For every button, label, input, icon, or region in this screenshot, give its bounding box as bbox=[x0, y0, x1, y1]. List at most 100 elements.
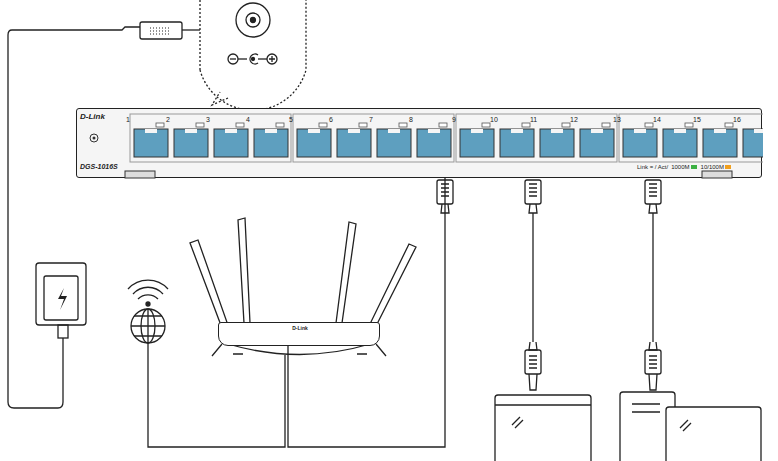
power-wire bbox=[8, 27, 140, 408]
port-number: 4 bbox=[246, 116, 250, 123]
dc-jack bbox=[236, 3, 270, 37]
port-latch bbox=[308, 129, 320, 133]
port-latch bbox=[348, 129, 360, 133]
port-number: 10 bbox=[490, 116, 498, 123]
rj45-cable bbox=[525, 180, 541, 390]
legend-swatch bbox=[725, 165, 731, 169]
port-number: 11 bbox=[530, 116, 537, 123]
brand-logo: D-Link bbox=[80, 113, 105, 121]
port-latch bbox=[388, 129, 400, 133]
port-latch bbox=[551, 129, 563, 133]
reset-button bbox=[93, 137, 96, 140]
port-group bbox=[619, 114, 763, 162]
switch-foot bbox=[125, 171, 155, 178]
callout-pointer bbox=[212, 92, 228, 105]
port-latch bbox=[225, 129, 237, 133]
rj45-port bbox=[703, 129, 737, 157]
router bbox=[190, 218, 416, 356]
port-led bbox=[645, 123, 653, 127]
port-latch bbox=[511, 129, 523, 133]
port-led bbox=[685, 123, 693, 127]
port-number: 9 bbox=[452, 116, 456, 123]
port-latch bbox=[428, 129, 440, 133]
rj45-port bbox=[214, 129, 248, 157]
rj45-port bbox=[580, 129, 614, 157]
rj45-port bbox=[377, 129, 411, 157]
dc-pin bbox=[251, 18, 256, 23]
power-adapter bbox=[44, 276, 78, 320]
internet-globe bbox=[128, 280, 285, 447]
legend-swatch bbox=[691, 165, 697, 169]
model-name: DGS-1016S bbox=[80, 163, 118, 170]
led-legend: Link = / Act/ bbox=[637, 164, 668, 170]
rj45-port bbox=[254, 129, 288, 157]
port-latch bbox=[471, 129, 483, 133]
port-led bbox=[156, 123, 164, 127]
polarity-symbol bbox=[228, 54, 277, 64]
port-latch bbox=[634, 129, 646, 133]
rj45-port bbox=[623, 129, 657, 157]
legend-text: 1000M bbox=[671, 164, 689, 170]
laptop bbox=[666, 407, 761, 461]
port-number: 6 bbox=[329, 116, 333, 123]
port-number: 13 bbox=[613, 116, 621, 123]
port-number: 8 bbox=[409, 116, 413, 123]
rj45-port bbox=[134, 129, 168, 157]
port-led bbox=[276, 123, 284, 127]
router-body: D-Link bbox=[218, 322, 380, 346]
dc-plug bbox=[140, 22, 182, 39]
dc-jack bbox=[246, 13, 260, 27]
dc-plug-tip bbox=[182, 29, 200, 30]
router-logo: D-Link bbox=[292, 326, 308, 331]
port-led bbox=[562, 123, 570, 127]
port-latch bbox=[591, 129, 603, 133]
port-led bbox=[602, 123, 610, 127]
port-group bbox=[293, 114, 454, 162]
rj45-port bbox=[174, 129, 208, 157]
reset-button bbox=[90, 134, 98, 142]
callout-outline bbox=[200, 0, 306, 110]
port-led bbox=[399, 123, 407, 127]
legend-text: 10/100M bbox=[701, 164, 724, 170]
port-number: 5 bbox=[289, 116, 293, 123]
port-latch bbox=[265, 129, 277, 133]
wall-outlet bbox=[36, 263, 86, 325]
rj45-port bbox=[743, 129, 763, 157]
port-led bbox=[319, 123, 327, 127]
port-number: 14 bbox=[653, 116, 661, 123]
switch-foot bbox=[702, 171, 732, 178]
rj45-port bbox=[337, 129, 371, 157]
port-group bbox=[456, 114, 617, 162]
rj45-port bbox=[417, 129, 451, 157]
port-number: 16 bbox=[733, 116, 741, 123]
adapter-neck bbox=[58, 325, 68, 338]
port-number: 2 bbox=[166, 116, 170, 123]
port-latch bbox=[714, 129, 726, 133]
rj45-port bbox=[500, 129, 534, 157]
ethernet-cable bbox=[288, 178, 445, 447]
port-led bbox=[196, 123, 204, 127]
port-group bbox=[130, 114, 291, 162]
port-latch bbox=[754, 129, 763, 133]
port-led bbox=[522, 123, 530, 127]
port-led bbox=[439, 123, 447, 127]
port-led bbox=[725, 123, 733, 127]
port-number: 7 bbox=[369, 116, 373, 123]
rj45-cable bbox=[645, 180, 661, 390]
port-led bbox=[359, 123, 367, 127]
computer bbox=[495, 395, 591, 461]
port-led bbox=[236, 123, 244, 127]
port-number: 1 bbox=[126, 116, 130, 123]
port-number: 15 bbox=[693, 116, 701, 123]
port-number: 12 bbox=[570, 116, 578, 123]
port-number: 3 bbox=[206, 116, 210, 123]
port-latch bbox=[145, 129, 157, 133]
rj45-port bbox=[663, 129, 697, 157]
port-latch bbox=[185, 129, 197, 133]
rj45-port bbox=[297, 129, 331, 157]
rj45-port bbox=[540, 129, 574, 157]
port-led bbox=[482, 123, 490, 127]
port-latch bbox=[674, 129, 686, 133]
